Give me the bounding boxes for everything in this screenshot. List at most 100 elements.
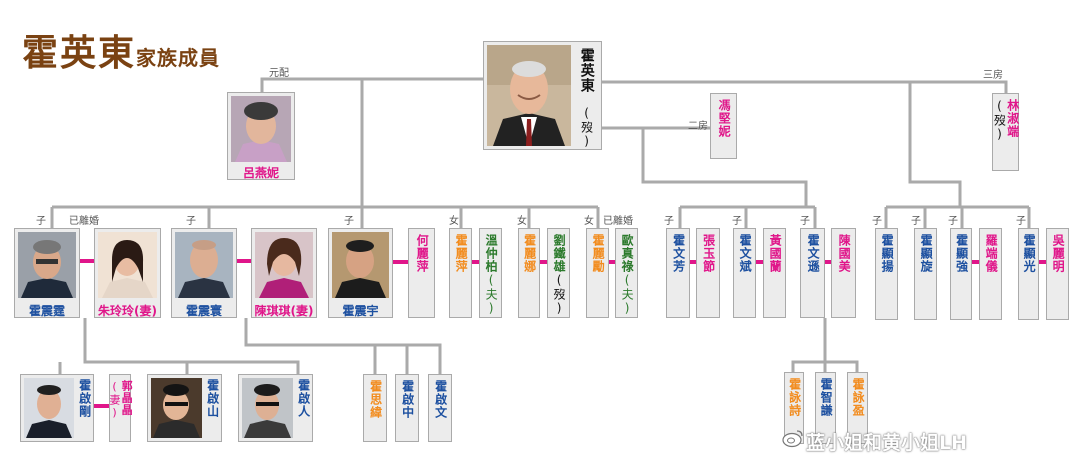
second-wife-name: 馮堅妮	[717, 99, 732, 138]
first-wife-portrait	[231, 96, 291, 162]
grandchild-card-siwei[interactable]: 霍思緯	[363, 374, 387, 442]
patriarch-card[interactable]: 霍英東 (歿)	[483, 41, 602, 150]
grandchild-card-yongying[interactable]: 霍詠盈	[847, 372, 868, 444]
label-divorced: 已離婚	[69, 216, 99, 227]
spouse-name-huangguolan: 黃國蘭	[768, 234, 783, 273]
child-card-wenbin[interactable]: 霍文斌	[733, 228, 756, 318]
spouse-name-wenzhongbo-text: 溫仲柏	[484, 234, 499, 273]
label-son: 子	[800, 216, 810, 227]
label-daughter: 女	[449, 216, 459, 227]
child-card-xianguang[interactable]: 霍顯光	[1018, 228, 1039, 320]
spouse-card-zhangyujie[interactable]: 張玉節	[696, 228, 720, 318]
child-card-wenxun[interactable]: 霍文遜	[800, 228, 825, 318]
child-name-zhenting: 霍震霆	[28, 304, 65, 318]
grandchild-card-qiren[interactable]: 霍啟人	[238, 374, 313, 442]
label-son: 子	[911, 216, 921, 227]
child-card-lina[interactable]: 霍麗娜	[518, 228, 540, 318]
spouse-card-wenzhongbo[interactable]: 溫仲柏(夫)	[479, 228, 502, 318]
patriarch-portrait	[487, 45, 571, 146]
third-wife-card[interactable]: 林淑端(歿)	[992, 93, 1020, 171]
spouse-card-luoduanyi[interactable]: 羅端儀	[979, 228, 1002, 320]
portrait-qigang	[24, 378, 74, 438]
child-card-lili[interactable]: 霍麗勵	[586, 228, 609, 318]
spouse-card-huangguolan[interactable]: 黃國蘭	[763, 228, 786, 318]
spouse-card-chenguomei[interactable]: 陳國美	[831, 228, 856, 318]
second-wife-card[interactable]: 馮堅妮	[710, 93, 737, 159]
child-card-xianyang[interactable]: 霍顯揚	[875, 228, 898, 320]
third-wife-name-text: 林淑端	[1005, 99, 1020, 138]
husband-tag: (夫)	[620, 273, 635, 316]
grandchild-name-qigang: 霍啟剛	[77, 379, 92, 418]
page-title: 霍英東家族成員	[22, 24, 220, 76]
label-divorced: 已離婚	[603, 216, 633, 227]
grandchild-name-yongying: 霍詠盈	[851, 378, 866, 417]
spouse-card-wuliming[interactable]: 吳麗明	[1046, 228, 1069, 320]
spouse-name-heliping: 何麗萍	[415, 234, 430, 273]
child-name-zhenhuan: 霍震寰	[185, 304, 222, 318]
label-first-wife: 元配	[269, 68, 289, 79]
portrait-zhenting	[18, 232, 76, 298]
spouse-card-liutiexiong[interactable]: 劉鐵雄(歿)	[547, 228, 570, 318]
deceased-tag: (歿)	[552, 273, 567, 316]
spouse-name-wuliming: 吳麗明	[1051, 234, 1066, 273]
grandchild-card-qigang[interactable]: 霍啟剛	[20, 374, 94, 442]
grandchild-card-yongshi[interactable]: 霍詠詩	[784, 372, 804, 444]
grandchild-name-qizhong: 霍啟中	[400, 380, 415, 419]
child-name-xianxuan: 霍顯旋	[919, 234, 934, 273]
label-son: 子	[186, 216, 196, 227]
child-card-xianqiang[interactable]: 霍顯強	[950, 228, 972, 320]
child-card-zhenhuan[interactable]: 霍震寰	[171, 228, 237, 318]
label-son: 子	[344, 216, 354, 227]
spouse-card-chenqiqi[interactable]: 陳琪琪(妻)	[251, 228, 317, 318]
grandchild-card-qishan[interactable]: 霍啟山	[147, 374, 222, 442]
child-name-zhenyu: 霍震宇	[342, 304, 379, 318]
label-son: 子	[664, 216, 674, 227]
spouse-card-guojingjing[interactable]: 郭晶晶(妻)	[108, 374, 133, 442]
portrait-qiren	[242, 378, 293, 438]
deceased-tag: (歿)	[992, 99, 1007, 142]
child-name-wenxun: 霍文遜	[806, 234, 821, 273]
wife-tag: (妻)	[134, 304, 157, 318]
portrait-zhenhuan	[175, 232, 233, 298]
grandchild-card-qiwen[interactable]: 霍啟文	[428, 374, 452, 442]
grandchild-card-qizhong[interactable]: 霍啟中	[395, 374, 419, 442]
child-card-zhenyu[interactable]: 霍震宇	[328, 228, 393, 318]
grandchild-name-qiwen: 霍啟文	[433, 380, 448, 419]
grandchild-name-siwei: 霍思緯	[368, 380, 383, 419]
spouse-name-wenzhongbo: 溫仲柏(夫)	[484, 234, 499, 316]
spouse-card-heliping[interactable]: 何麗萍	[408, 228, 435, 318]
first-wife-card[interactable]: 呂燕妮	[227, 92, 295, 180]
label-third-wife: 三房	[983, 70, 1003, 81]
portrait-zhenyu	[332, 232, 389, 298]
spouse-name-ouzhenlu: 歐真祿(夫)	[620, 234, 635, 316]
child-card-wenfang[interactable]: 霍文芳	[666, 228, 690, 318]
spouse-card-zhuling[interactable]: 朱玲玲(妻)	[94, 228, 161, 318]
child-name-xianqiang: 霍顯強	[954, 234, 969, 273]
child-name-lina: 霍麗娜	[522, 234, 537, 273]
label-son: 子	[948, 216, 958, 227]
patriarch-name: 霍英東	[578, 48, 595, 93]
label-son: 子	[872, 216, 882, 227]
child-card-xianxuan[interactable]: 霍顯旋	[914, 228, 937, 320]
title-subtitle: 家族成員	[136, 46, 221, 70]
husband-tag: (夫)	[484, 273, 499, 316]
child-card-zhenting[interactable]: 霍震霆	[14, 228, 80, 318]
child-name-liping: 霍麗萍	[454, 234, 469, 273]
grandchild-name-zhiqian: 霍智謙	[819, 378, 834, 417]
child-card-liping[interactable]: 霍麗萍	[449, 228, 472, 318]
label-daughter: 女	[517, 216, 527, 227]
spouse-name-liutiexiong-text: 劉鐵雄	[552, 234, 567, 273]
grandchild-name-yongshi: 霍詠詩	[787, 378, 802, 417]
grandchild-card-zhiqian[interactable]: 霍智謙	[815, 372, 836, 444]
child-name-xianguang: 霍顯光	[1022, 234, 1037, 273]
portrait-zhuling	[98, 232, 157, 298]
wife-tag: (妻)	[290, 304, 314, 318]
label-son: 子	[732, 216, 742, 227]
spouse-card-ouzhenlu[interactable]: 歐真祿(夫)	[615, 228, 638, 318]
third-wife-name: 林淑端(歿)	[992, 99, 1020, 170]
spouse-name-chenqiqi-text: 陳琪琪	[254, 304, 291, 318]
label-daughter: 女	[584, 216, 594, 227]
weibo-icon	[782, 430, 803, 448]
